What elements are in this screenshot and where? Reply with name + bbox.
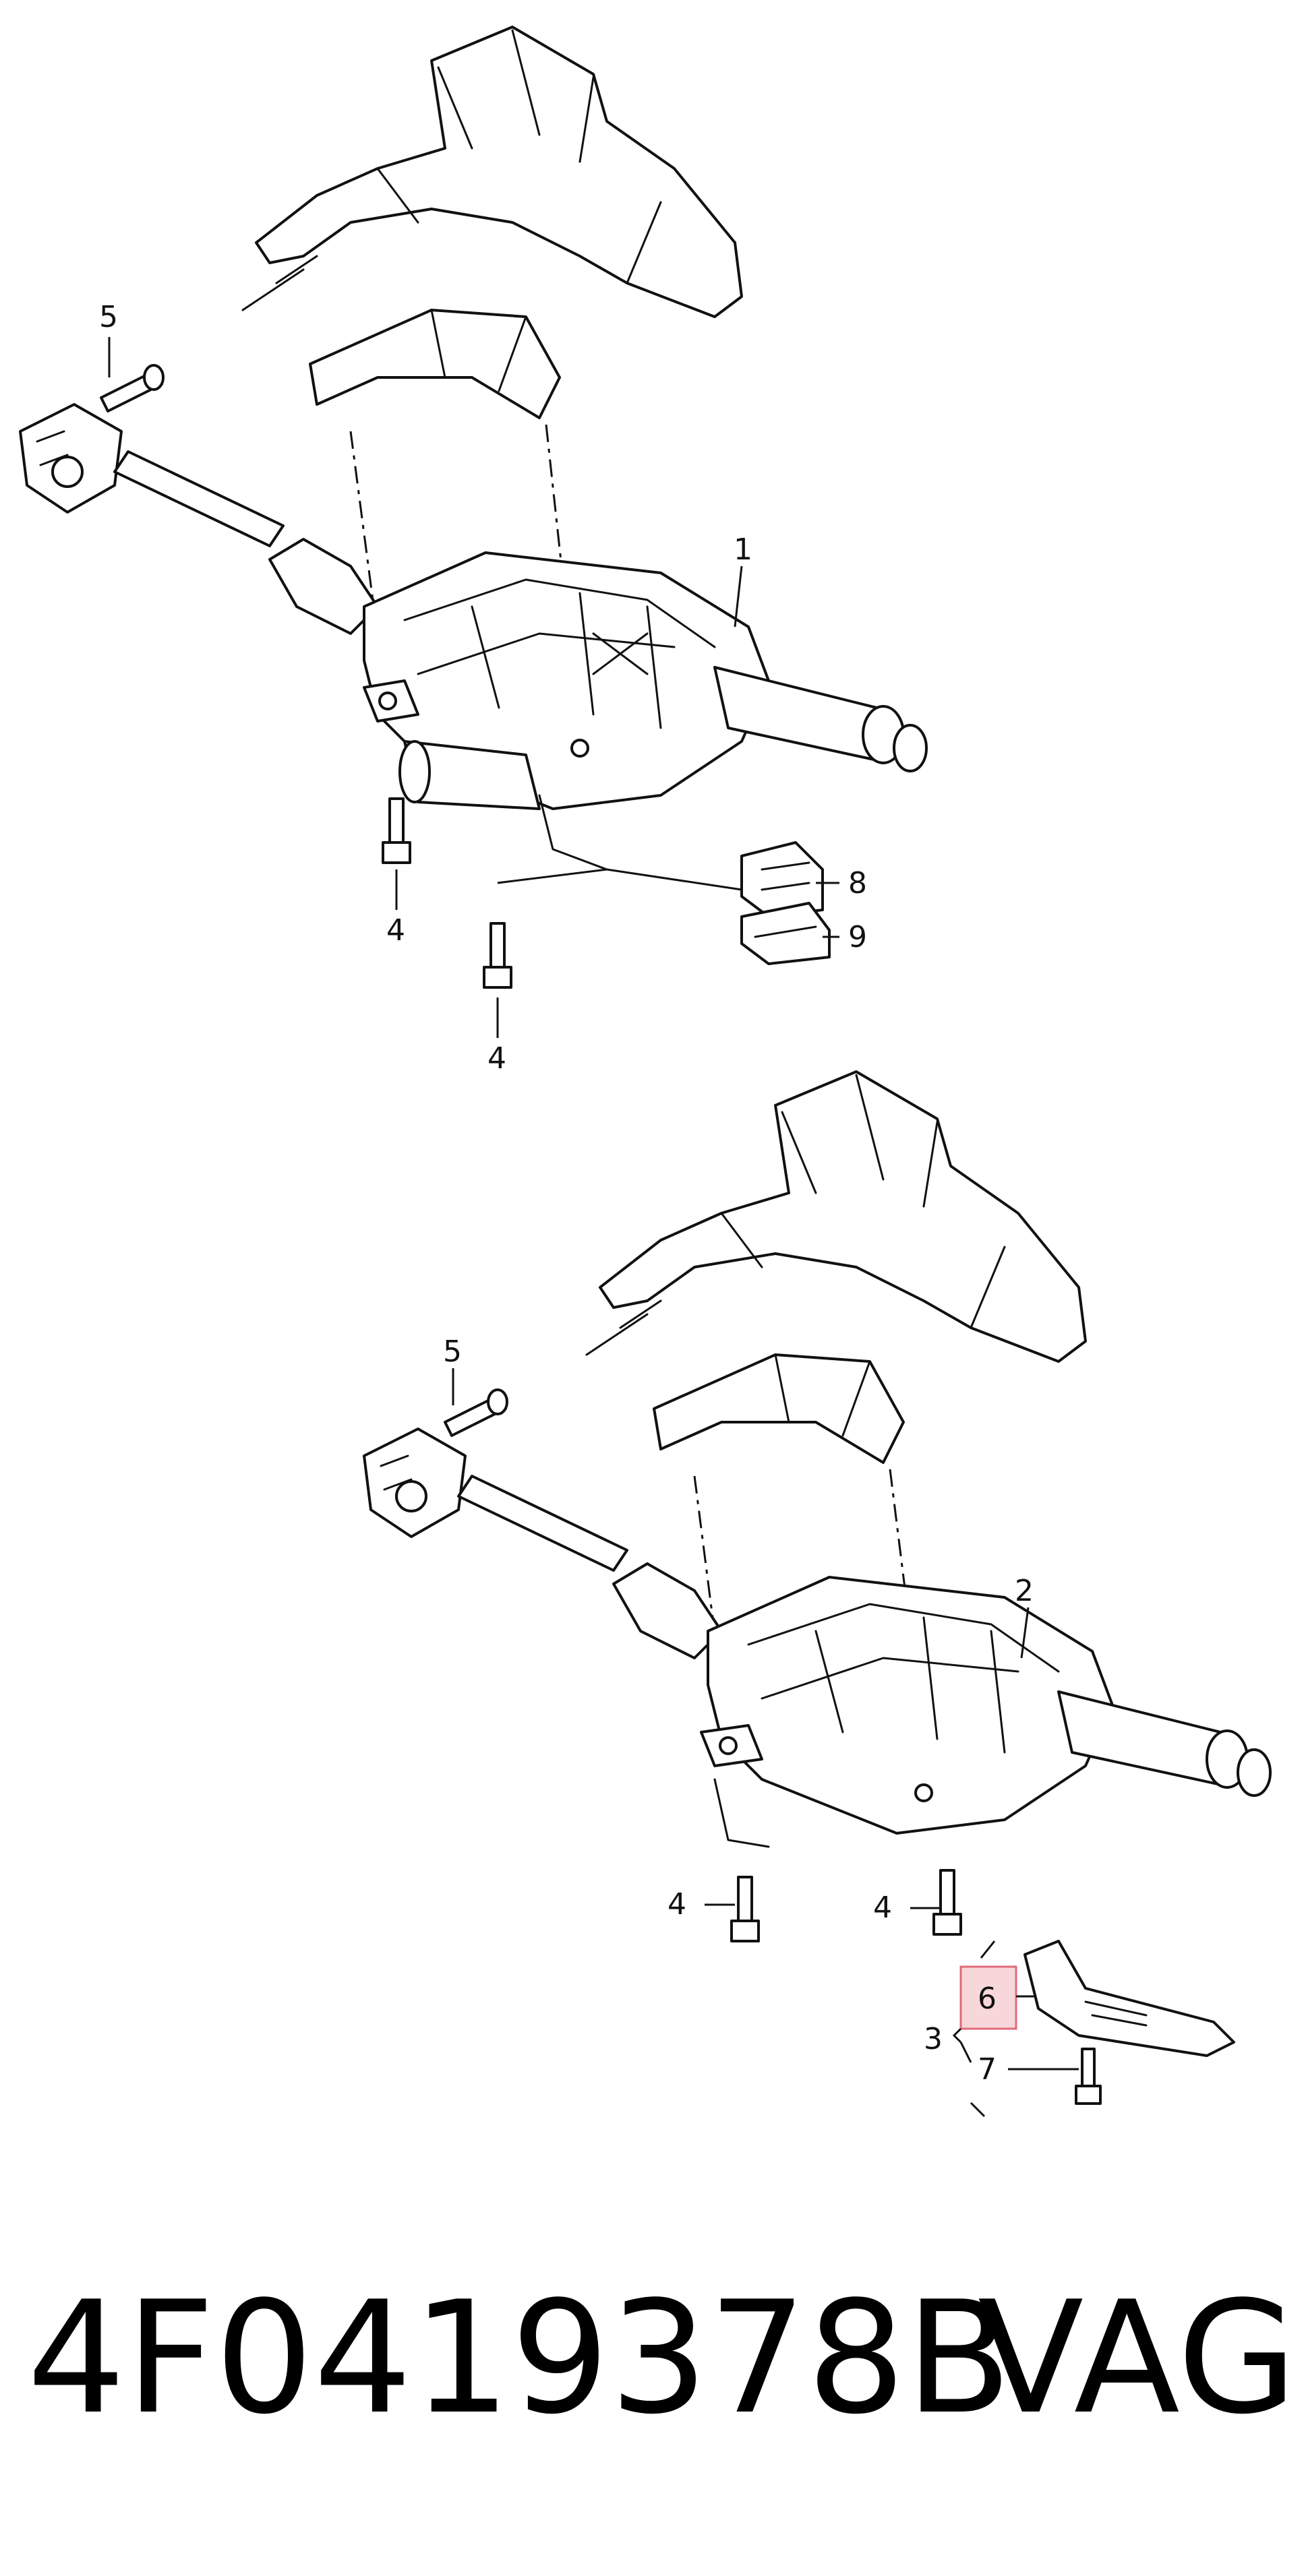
- bottom-adjustment-lever: [1023, 1940, 1235, 2057]
- callout-6-highlight: [959, 1965, 1017, 2030]
- bottom-universal-joint: [363, 1428, 467, 1538]
- bottom-assembly: 5 2 4 4 6 3 7: [363, 1070, 1272, 2118]
- top-connector-9: [740, 902, 831, 965]
- top-callout-5: 5: [99, 300, 118, 334]
- top-callout-9: 9: [848, 920, 867, 954]
- bottom-upper-shaft: [1057, 1690, 1272, 1797]
- top-bolt-4-left: [382, 797, 411, 864]
- bottom-callout-4-left: 4: [667, 1887, 686, 1922]
- top-connector-8: [740, 841, 824, 918]
- bottom-callout-3: 3: [924, 2022, 943, 2056]
- top-column-body: [363, 551, 770, 810]
- top-intermediate-shaft: [113, 450, 285, 547]
- top-bolt-4-right: [483, 922, 512, 989]
- bottom-crossmember-bracket: [585, 1070, 1087, 1464]
- footer-bar: 4F0419378B VAG: [0, 2271, 1306, 2447]
- top-callout-8: 8: [848, 866, 867, 900]
- top-wiring: [538, 794, 743, 891]
- bottom-shaft-boot: [612, 1562, 723, 1659]
- bottom-callout-6: 6: [978, 1982, 997, 2016]
- top-assembly: 5 1 8 9 4 4: [19, 26, 928, 1076]
- top-callout-4-left: 4: [386, 913, 405, 948]
- bottom-intermediate-shaft: [457, 1475, 628, 1572]
- bottom-callout-7: 7: [978, 2052, 997, 2087]
- bottom-column-body: [700, 1576, 1114, 1848]
- bottom-callout-2: 2: [1015, 1574, 1034, 1608]
- top-shaft-boot: [268, 538, 379, 635]
- top-upper-shaft: [713, 666, 928, 772]
- top-callout-4-right: 4: [487, 1041, 506, 1076]
- part-number: 4F0419378B: [27, 2269, 1012, 2449]
- bottom-callout-5: 5: [443, 1335, 462, 1369]
- top-crossmember-bracket: [241, 26, 743, 419]
- brand-label: VAG: [978, 2269, 1298, 2449]
- bottom-bolt-5: [444, 1388, 508, 1437]
- top-universal-joint: [19, 403, 123, 514]
- bottom-bolt-4-right: [932, 1869, 962, 1936]
- top-bolt-5: [100, 364, 165, 412]
- bottom-bolt-7: [1075, 2048, 1102, 2105]
- top-callout-1: 1: [734, 532, 752, 567]
- bottom-callout-4-right: 4: [873, 1891, 892, 1925]
- bottom-bolt-4-left: [730, 1876, 760, 1942]
